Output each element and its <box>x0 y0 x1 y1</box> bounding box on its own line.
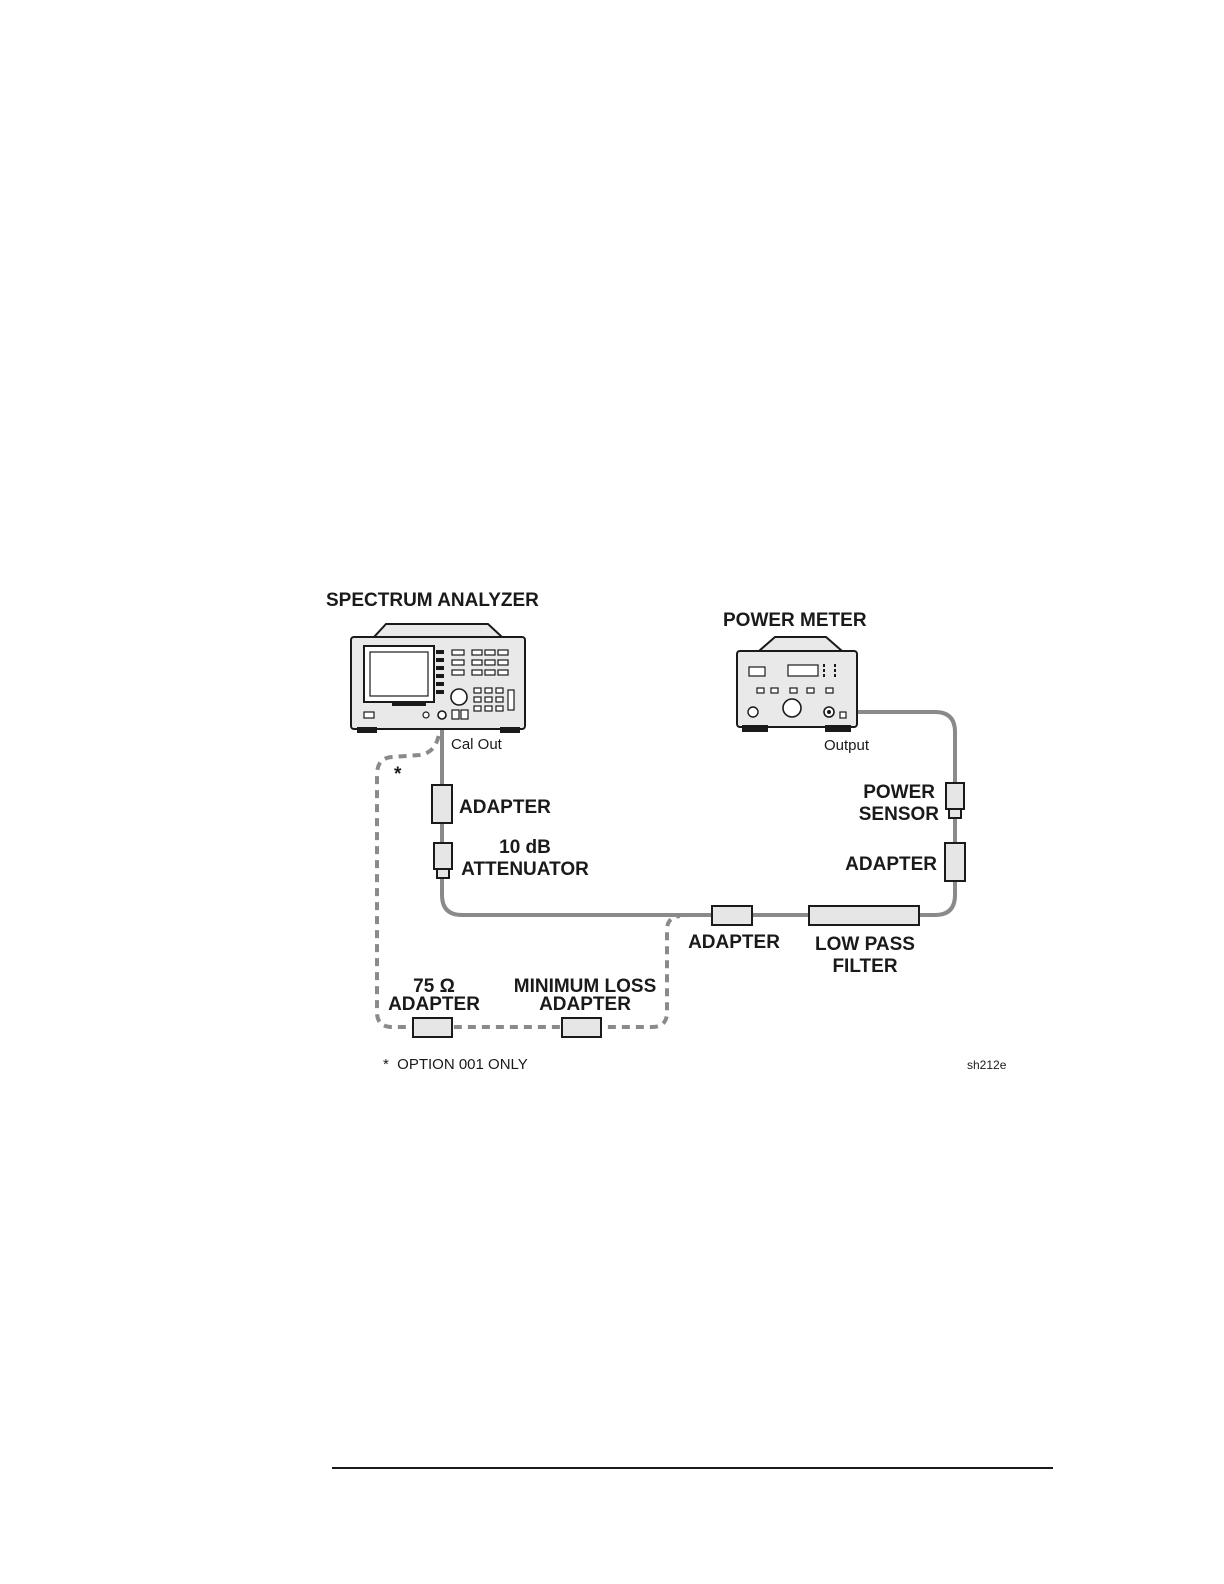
figure-id: sh212e <box>967 1058 1007 1072</box>
adapter-mid <box>712 906 752 925</box>
adapter-right-label: ADAPTER <box>845 854 937 875</box>
output-label: Output <box>824 737 870 754</box>
low-pass-filter <box>809 906 919 925</box>
adapter-75-ohm <box>413 1018 452 1037</box>
adapter-75-label-line2: ADAPTER <box>388 994 480 1015</box>
attenuator-label-line1: 10 dB <box>499 837 551 858</box>
minimum-loss-adapter <box>562 1018 601 1037</box>
option-asterisk: * <box>394 764 402 785</box>
option-footnote: * OPTION 001 ONLY <box>383 1056 528 1073</box>
adapter-top-label: ADAPTER <box>459 797 551 818</box>
cal-out-label: Cal Out <box>451 736 503 753</box>
power-meter-label: POWER METER <box>723 610 867 631</box>
attenuator <box>434 843 452 878</box>
spectrum-analyzer-icon <box>351 624 525 733</box>
power-sensor <box>946 783 964 818</box>
spectrum-analyzer-label: SPECTRUM ANALYZER <box>326 590 539 611</box>
footer-rule <box>332 1467 1053 1469</box>
power-sensor-label-line1: POWER <box>863 782 935 803</box>
low-pass-filter-label-line2: FILTER <box>832 956 897 977</box>
attenuator-label-line2: ATTENUATOR <box>461 859 589 880</box>
minimum-loss-label-line2: ADAPTER <box>539 994 631 1015</box>
adapter-top <box>432 785 452 823</box>
adapter-right <box>945 843 965 881</box>
power-meter-icon <box>737 637 857 732</box>
low-pass-filter-label-line1: LOW PASS <box>815 934 915 955</box>
power-sensor-label-line2: SENSOR <box>859 804 940 825</box>
adapter-mid-label: ADAPTER <box>688 932 780 953</box>
